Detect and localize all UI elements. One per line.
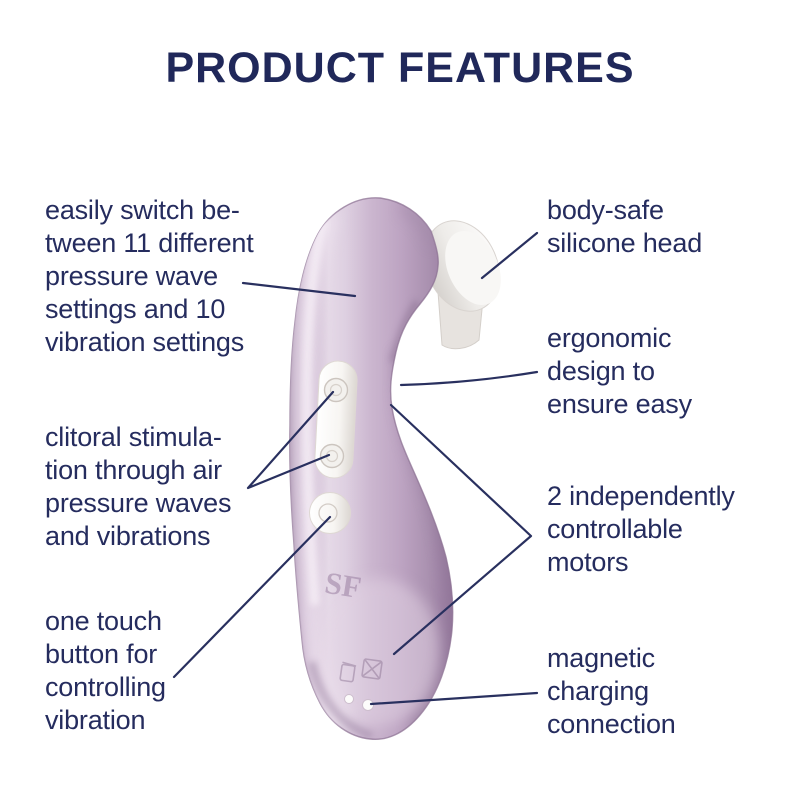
annotation-motors: 2 independently controllable motors <box>547 481 735 577</box>
annotation-silicone-head: body-safe silicone head <box>547 195 703 258</box>
annotation-clitoral-stimulation: clitoral stimula- tion through air press… <box>45 422 232 551</box>
vibration-button <box>309 492 351 534</box>
annotation-one-touch-button: one touch button for controlling vibrati… <box>45 606 166 735</box>
leader-line-one-touch <box>172 515 332 679</box>
wave-minus-button <box>319 443 345 469</box>
leader-line-silicone-head <box>480 231 539 280</box>
leader-line-pressure-settings <box>241 281 357 298</box>
leader-line-ergonomic <box>399 370 539 387</box>
annotation-magnetic-charging: magnetic charging connection <box>547 643 676 739</box>
leader-line-clitoral-stimulation <box>246 390 335 490</box>
certification-marks <box>339 658 383 683</box>
charging-contacts <box>344 694 374 711</box>
control-buttons <box>309 360 358 534</box>
leader-line-motors <box>389 403 533 656</box>
annotation-pressure-settings: easily switch be- tween 11 different pre… <box>45 195 254 357</box>
silicone-head-graphic <box>424 220 501 350</box>
sf-logo: SF <box>323 565 364 605</box>
page-title: PRODUCT FEATURES <box>165 44 635 92</box>
annotation-ergonomic-design: ergonomic design to ensure easy <box>547 323 692 419</box>
leader-line-charging <box>369 691 539 706</box>
